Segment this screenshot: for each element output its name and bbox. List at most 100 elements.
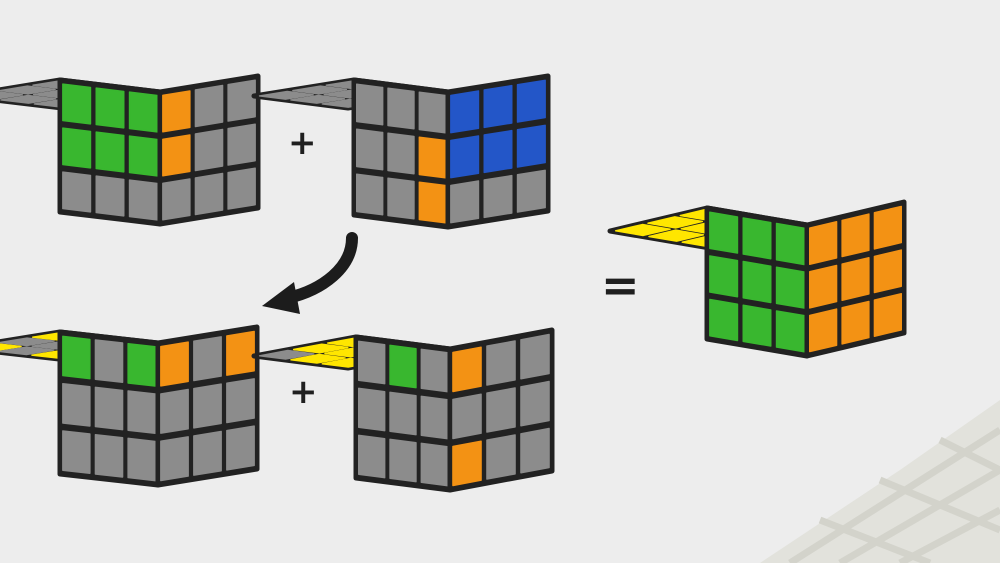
front-sticker-green xyxy=(95,131,125,173)
top-sticker-yellow xyxy=(0,343,22,351)
front-sticker-gray xyxy=(128,179,158,221)
top-sticker-gray xyxy=(0,91,24,100)
front-sticker-green xyxy=(742,260,772,304)
front-sticker-green xyxy=(95,87,125,129)
front-sticker-green xyxy=(389,344,417,389)
background-cube-watermark xyxy=(760,400,1000,563)
side-sticker-orange xyxy=(162,90,191,133)
top-sticker-gray xyxy=(258,90,314,100)
side-sticker-gray xyxy=(160,388,189,434)
plus-sign-bottom: + xyxy=(289,372,318,412)
top-sticker-gray xyxy=(0,346,55,356)
top-sticker-gray xyxy=(290,94,346,104)
equals-sign: = xyxy=(601,258,640,312)
front-sticker-gray xyxy=(62,171,92,213)
side-sticker-gray xyxy=(486,434,516,480)
front-sticker-green xyxy=(709,298,739,342)
front-sticker-gray xyxy=(127,437,156,482)
plus-sign-top: + xyxy=(288,123,317,163)
front-sticker-gray xyxy=(358,387,386,432)
cube-top-right xyxy=(251,73,551,230)
front-sticker-gray xyxy=(420,395,448,440)
watermark-line xyxy=(938,436,1000,474)
side-sticker-orange xyxy=(841,300,870,345)
side-sticker-orange xyxy=(841,213,870,258)
side-sticker-gray xyxy=(193,336,222,382)
side-sticker-gray xyxy=(194,172,224,216)
top-sticker-gray xyxy=(0,85,56,95)
front-sticker-gray xyxy=(387,132,415,175)
side-sticker-blue xyxy=(483,129,513,174)
front-sticker-gray xyxy=(358,434,386,479)
front-sticker-gray xyxy=(356,173,384,216)
side-sticker-gray xyxy=(226,378,255,424)
side-sticker-gray xyxy=(520,380,550,427)
side-sticker-gray xyxy=(227,167,256,210)
front-sticker-green xyxy=(128,135,158,177)
front-sticker-gray xyxy=(420,442,448,487)
side-sticker-orange xyxy=(841,257,870,301)
top-sticker-gray xyxy=(0,337,55,347)
side-sticker-orange xyxy=(873,249,902,294)
front-sticker-orange xyxy=(418,181,446,224)
side-sticker-gray xyxy=(193,430,222,476)
side-sticker-gray xyxy=(227,79,256,122)
arrow-icon xyxy=(282,232,358,304)
front-sticker-green xyxy=(709,211,739,254)
side-sticker-orange xyxy=(873,205,902,250)
front-sticker-gray xyxy=(94,339,124,383)
side-sticker-gray xyxy=(194,84,224,128)
front-sticker-gray xyxy=(94,386,124,431)
front-sticker-green xyxy=(62,335,91,380)
front-sticker-gray xyxy=(356,128,384,171)
cube-top-left xyxy=(0,73,261,227)
front-sticker-gray xyxy=(387,87,415,130)
side-sticker-gray xyxy=(452,393,482,440)
cube-group xyxy=(0,73,907,493)
side-sticker-orange xyxy=(873,293,902,337)
watermark-line xyxy=(878,476,1000,534)
side-sticker-gray xyxy=(516,169,546,213)
side-sticker-gray xyxy=(227,123,256,166)
top-sticker-gray xyxy=(292,85,348,95)
top-sticker-yellow xyxy=(648,229,705,242)
front-sticker-gray xyxy=(418,91,446,134)
side-sticker-gray xyxy=(520,333,550,380)
top-sticker-yellow xyxy=(647,216,704,229)
front-sticker-gray xyxy=(62,430,91,474)
side-sticker-orange xyxy=(226,330,255,376)
front-sticker-green xyxy=(742,304,772,347)
front-sticker-gray xyxy=(95,175,125,217)
side-sticker-gray xyxy=(520,427,550,474)
side-sticker-blue xyxy=(450,135,480,179)
side-sticker-gray xyxy=(194,128,224,172)
front-sticker-green xyxy=(128,91,158,133)
front-sticker-green xyxy=(775,222,805,266)
side-sticker-orange xyxy=(809,220,838,265)
top-sticker-gray xyxy=(0,94,57,104)
front-sticker-gray xyxy=(358,340,386,385)
side-sticker-gray xyxy=(162,178,191,221)
side-sticker-orange xyxy=(162,134,191,177)
watermark-face xyxy=(760,400,1000,563)
cube-result xyxy=(607,199,907,359)
front-sticker-orange xyxy=(418,136,446,179)
side-sticker-orange xyxy=(809,264,838,309)
front-sticker-gray xyxy=(94,434,124,478)
front-sticker-gray xyxy=(62,383,91,427)
top-sticker-gray xyxy=(258,349,315,360)
front-sticker-gray xyxy=(127,390,156,434)
side-sticker-blue xyxy=(516,79,546,123)
side-sticker-gray xyxy=(193,383,222,429)
side-sticker-blue xyxy=(516,124,546,168)
cube-bottom-right xyxy=(251,327,555,493)
side-sticker-orange xyxy=(452,440,482,487)
front-sticker-green xyxy=(775,310,805,353)
front-sticker-gray xyxy=(356,83,384,126)
front-sticker-green xyxy=(127,343,156,387)
top-sticker-yellow xyxy=(614,223,671,237)
front-sticker-green xyxy=(62,83,92,125)
side-sticker-gray xyxy=(486,387,516,433)
side-sticker-orange xyxy=(809,308,838,353)
